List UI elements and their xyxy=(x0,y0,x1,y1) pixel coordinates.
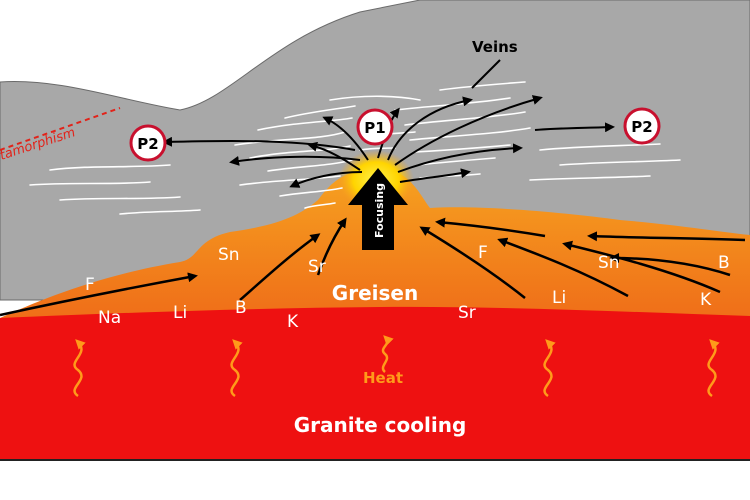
element-li-left: Li xyxy=(173,303,187,323)
focusing-label: Focusing xyxy=(373,183,386,238)
element-sr-right: Sr xyxy=(458,303,476,323)
element-f-left: F xyxy=(85,275,95,295)
p2-right-badge: P2 xyxy=(623,107,661,145)
element-sr-left: Sr xyxy=(308,257,326,277)
metamorphism-line xyxy=(0,107,121,151)
granite-cooling-label: Granite cooling xyxy=(294,413,467,437)
p2-left-label: P2 xyxy=(137,135,158,153)
bottom-border xyxy=(0,459,750,461)
element-f-right: F xyxy=(478,243,488,263)
element-li-right: Li xyxy=(552,288,566,308)
focusing-arrow xyxy=(348,168,408,250)
element-b-left: B xyxy=(235,298,247,318)
p2-left-badge: P2 xyxy=(129,124,167,162)
veins-leader xyxy=(471,59,501,89)
element-b-right: B xyxy=(718,253,730,273)
element-k-right: K xyxy=(700,290,712,310)
element-na: Na xyxy=(98,308,121,328)
greisen-label: Greisen xyxy=(332,281,418,305)
heat-arrows xyxy=(73,335,720,398)
veins-label: Veins xyxy=(472,38,518,56)
p1-badge: P1 xyxy=(356,108,394,146)
element-sn-right: Sn xyxy=(598,253,620,273)
heat-label: Heat xyxy=(363,369,403,387)
p2-right-label: P2 xyxy=(631,118,652,136)
element-labels: F Na Li Sn B Sr K Sr F Li Sn K B xyxy=(85,243,730,332)
element-k-left: K xyxy=(287,312,299,332)
element-sn-left: Sn xyxy=(218,245,240,265)
p1-label: P1 xyxy=(364,119,385,137)
converging-arrows xyxy=(0,217,746,317)
dispersion-arrows xyxy=(162,95,615,188)
granite xyxy=(0,306,750,460)
